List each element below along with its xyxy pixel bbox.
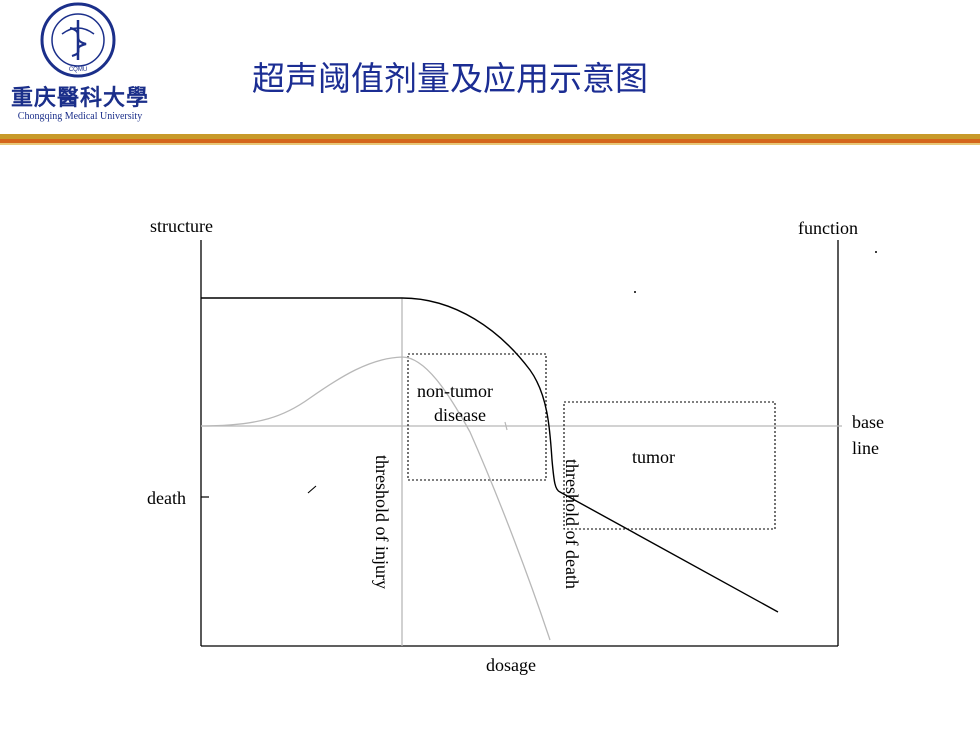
dosage-axis-label: dosage xyxy=(486,655,536,675)
university-seal-icon: CQMU xyxy=(40,2,116,78)
university-logo: CQMU 重庆醫科大學 Chongqing Medical University xyxy=(0,0,160,130)
structure-axis-label: structure xyxy=(150,216,213,236)
baseline-label-line2: line xyxy=(852,438,879,458)
tumor-label: tumor xyxy=(632,447,675,467)
function-mark xyxy=(504,421,508,431)
nontumor-label-line2: disease xyxy=(434,405,486,425)
nontumor-label-line1: non-tumor xyxy=(417,381,493,401)
threshold-death-label: threshold of death xyxy=(562,459,582,589)
stray-dot xyxy=(634,291,636,293)
nontumor-box xyxy=(407,353,547,481)
logo-chinese-name: 重庆醫科大學 xyxy=(10,85,149,111)
structure-curve xyxy=(201,297,779,613)
logo-seal-text: CQMU xyxy=(69,67,87,73)
function-axis-label: function xyxy=(798,218,858,238)
baseline-label-line1: base xyxy=(852,412,884,432)
threshold-injury-label: threshold of injury xyxy=(372,455,392,589)
logo-english-name: Chongqing Medical University xyxy=(17,111,143,122)
header-divider xyxy=(0,134,980,145)
tumor-box xyxy=(563,401,776,530)
death-label: death xyxy=(147,488,186,508)
stray-mark xyxy=(307,485,317,494)
function-curve xyxy=(200,356,551,641)
stray-dot xyxy=(875,251,877,253)
slide-title: 超声阈值剂量及应用示意图 xyxy=(252,59,648,98)
